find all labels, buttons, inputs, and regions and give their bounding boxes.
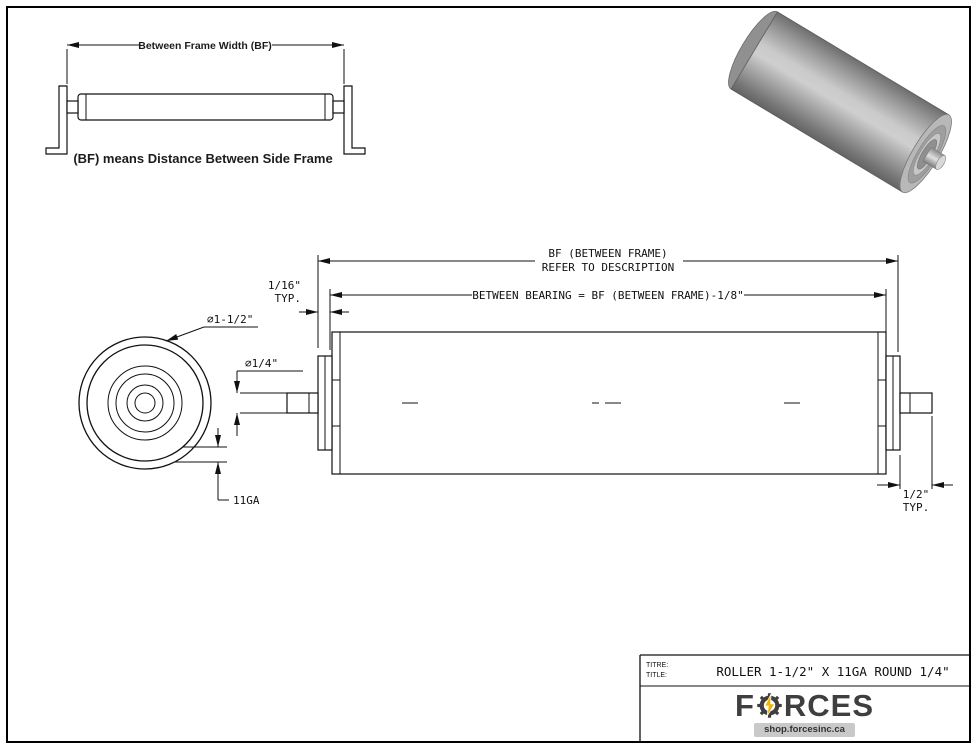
gap-value-label: 1/16" (268, 279, 301, 292)
frame-roller-hub-left (66, 100, 79, 114)
page-border (6, 6, 971, 743)
logo-letter-f: F (734, 688, 755, 723)
frame-width-label: Between Frame Width (BF) (138, 40, 272, 52)
frame-diagram: Between Frame Width (BF) (BF) means Dist… (45, 40, 366, 166)
between-bearing-dimension: BETWEEN BEARING = BF (BETWEEN FRAME)-1/8… (329, 289, 887, 352)
gear-icon (757, 693, 782, 718)
roller-3d-render (728, 10, 952, 194)
title-block: TITRE: TITLE: ROLLER 1-1/2" X 11GA ROUND… (639, 654, 969, 741)
between-bearing-label: BETWEEN BEARING = BF (BETWEEN FRAME)-1/8… (472, 289, 744, 302)
side-frame-right (343, 85, 366, 155)
shaft-extension-dimension: 1/2" TYP. (877, 416, 953, 514)
gap-typ-label: TYP. (275, 292, 302, 305)
side-frame-left (45, 85, 68, 155)
gauge-dimension: 11GA (175, 428, 260, 507)
bf-label-line1: BF (BETWEEN FRAME) (548, 247, 667, 260)
shaft-extension-value-label: 1/2" (903, 488, 930, 501)
bf-label-line2: REFER TO DESCRIPTION (542, 261, 674, 274)
bf-note: (BF) means Distance Between Side Frame (73, 151, 332, 166)
gauge-label: 11GA (233, 494, 260, 507)
frame-roller-hub-right (332, 100, 345, 114)
title-label-en: TITLE: (646, 672, 667, 679)
shaft-diameter-dimension: ∅1/4" (234, 357, 303, 436)
bf-dimension: BF (BETWEEN FRAME) REFER TO DESCRIPTION (317, 247, 899, 352)
shaft-right (899, 392, 933, 414)
forces-logo: F RCES shop.forcesinc.ca (641, 688, 968, 739)
roller-side-view (286, 331, 933, 475)
website-label: shop.forcesinc.ca (754, 723, 855, 737)
roller-end-view: ∅1-1/2" (78, 313, 258, 470)
drawing-title: ROLLER 1-1/2" X 11GA ROUND 1/4" (716, 664, 949, 679)
frame-roller-body (77, 93, 334, 121)
shaft-left (286, 392, 319, 414)
title-label-fr: TITRE: (646, 662, 668, 669)
lightning-bolt-icon (764, 693, 776, 717)
outer-diameter-label: ∅1-1/2" (207, 313, 253, 326)
forces-logo-text: F RCES (735, 690, 874, 721)
shaft-extension-typ-label: TYP. (903, 501, 930, 514)
gap-dimension: 1/16" TYP. (268, 279, 349, 315)
outer-diameter-leader (165, 326, 205, 342)
logo-letters-rces: RCES (783, 688, 875, 723)
shaft-diameter-label: ∅1/4" (245, 357, 278, 370)
